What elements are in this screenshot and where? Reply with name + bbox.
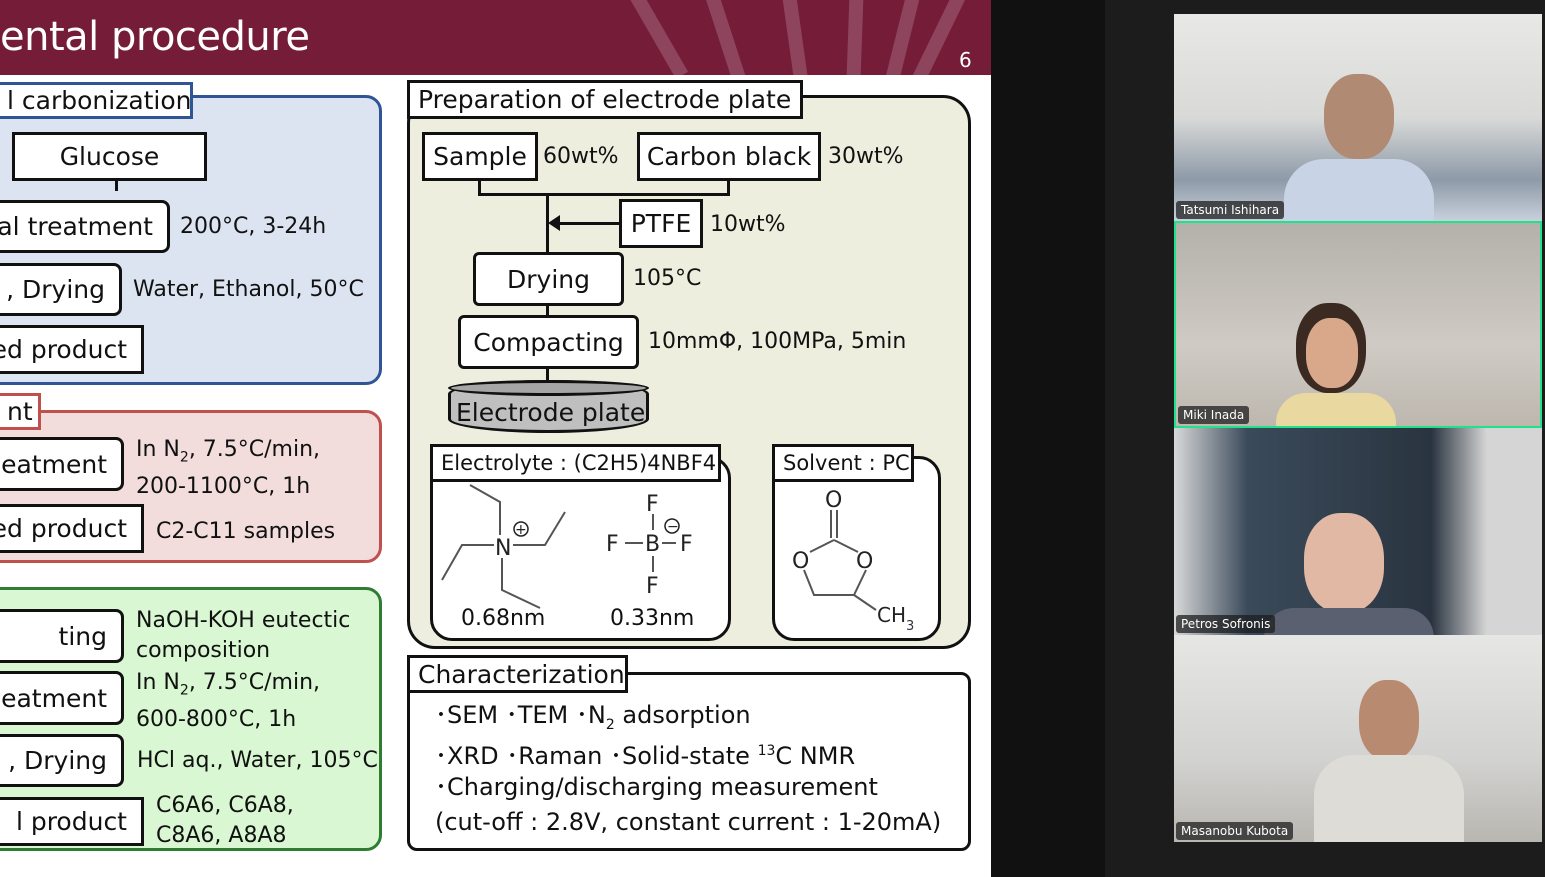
- drying-note: 105°C: [633, 266, 702, 291]
- slide-header: ental procedure 6: [0, 0, 991, 75]
- char-line-4: (cut-off : 2.8V, constant current : 1-20…: [435, 808, 942, 836]
- video-tile-active-speaker[interactable]: Miki Inada: [1174, 221, 1542, 428]
- treat-step-2-note: C2-C11 samples: [156, 519, 336, 544]
- slide-title: ental procedure: [0, 14, 310, 60]
- shared-slide: ental procedure 6 l carbonization Glucos…: [0, 0, 991, 877]
- nitrogen-atom: N: [495, 536, 511, 561]
- fluorine-atom: F: [606, 532, 619, 557]
- act-step-1: ting: [0, 609, 124, 663]
- act-step-2: eatment: [0, 671, 124, 725]
- compacting-box: Compacting: [458, 315, 639, 369]
- treat-step-1-note: In N2, 7.5°C/min,200-1100°C, 1h: [136, 437, 321, 500]
- act-step-3-note: HCl aq., Water, 105°C: [137, 748, 378, 773]
- cation-size: 0.68nm: [461, 606, 546, 631]
- oxygen-atom: O: [825, 488, 842, 513]
- oxygen-atom: O: [856, 549, 873, 574]
- minus-charge: −: [667, 519, 679, 535]
- propylene-carbonate-structure: O O O CH 3: [792, 488, 914, 634]
- fluorine-atom: F: [680, 532, 693, 557]
- page-number: 6: [959, 48, 972, 72]
- drying-box: Drying: [473, 252, 624, 306]
- fluorine-atom: F: [646, 492, 659, 517]
- characterization-panel: [407, 672, 971, 851]
- act-step-3: , Drying: [0, 734, 124, 787]
- carb-step-2: , Drying: [0, 263, 122, 316]
- act-step-2-note: In N2, 7.5°C/min,600-800°C, 1h: [136, 670, 321, 733]
- carbon-ratio: 30wt%: [828, 144, 904, 169]
- carb-step-2-note: Water, Ethanol, 50°C: [133, 277, 364, 302]
- methyl-subscript: 3: [906, 619, 914, 634]
- carbon-black-box: Carbon black: [637, 132, 821, 181]
- electrolyte-title: Electrolyte : (C2H5)4NBF4: [430, 444, 721, 482]
- electrolyte-structure: N + F F B F F −: [441, 484, 693, 609]
- carb-step-1-note: 200°C, 3-24h: [180, 214, 327, 239]
- participant-name: Tatsumi Ishihara: [1176, 201, 1285, 219]
- electrolyte-panel: [430, 456, 731, 641]
- oxygen-atom: O: [792, 549, 809, 574]
- boron-atom: B: [645, 532, 660, 557]
- plus-charge: +: [515, 522, 527, 538]
- fluorine-atom: F: [646, 574, 659, 599]
- treat-step-2: ed product: [0, 504, 144, 553]
- ptfe-ratio: 10wt%: [710, 212, 786, 237]
- sample-ratio: 60wt%: [543, 144, 619, 169]
- act-step-4-note: C6A6, C6A8,C8A6, A8A8: [156, 793, 294, 848]
- glucose-box: Glucose: [12, 132, 207, 181]
- carb-step-3: ed product: [0, 325, 144, 374]
- carb-step-1: al treatment: [0, 200, 170, 253]
- video-tile[interactable]: Masanobu Kubota: [1174, 635, 1542, 842]
- participant-name: Miki Inada: [1178, 406, 1250, 424]
- char-line-2: ･XRD ･Raman ･Solid-state 13C NMR: [435, 742, 856, 770]
- characterization-title: Characterization: [407, 655, 628, 693]
- methyl-group: CH: [877, 603, 906, 627]
- electrode-plate-label: Electrode plate: [456, 398, 646, 427]
- char-line-3: ･Charging/discharging measurement: [435, 773, 878, 801]
- act-step-4: l product: [0, 797, 144, 846]
- compacting-note: 10mmΦ, 100MPa, 5min: [648, 329, 907, 354]
- ptfe-box: PTFE: [619, 199, 703, 248]
- video-tile[interactable]: Tatsumi Ishihara: [1174, 14, 1542, 221]
- electrode-title: Preparation of electrode plate: [407, 80, 803, 119]
- video-tile[interactable]: Petros Sofronis: [1174, 428, 1542, 635]
- treatment-title: nt: [0, 393, 41, 430]
- participant-name: Petros Sofronis: [1176, 615, 1276, 633]
- solvent-title: Solvent : PC: [772, 444, 914, 482]
- arrow-left-icon: [548, 215, 560, 231]
- treat-step-1: eatment: [0, 437, 124, 491]
- char-line-1: ･SEM ･TEM ･N2 adsorption: [435, 701, 751, 733]
- anion-size: 0.33nm: [610, 606, 695, 631]
- carbonization-title: l carbonization: [0, 82, 193, 119]
- sample-box: Sample: [422, 132, 538, 181]
- participant-name: Masanobu Kubota: [1176, 822, 1294, 840]
